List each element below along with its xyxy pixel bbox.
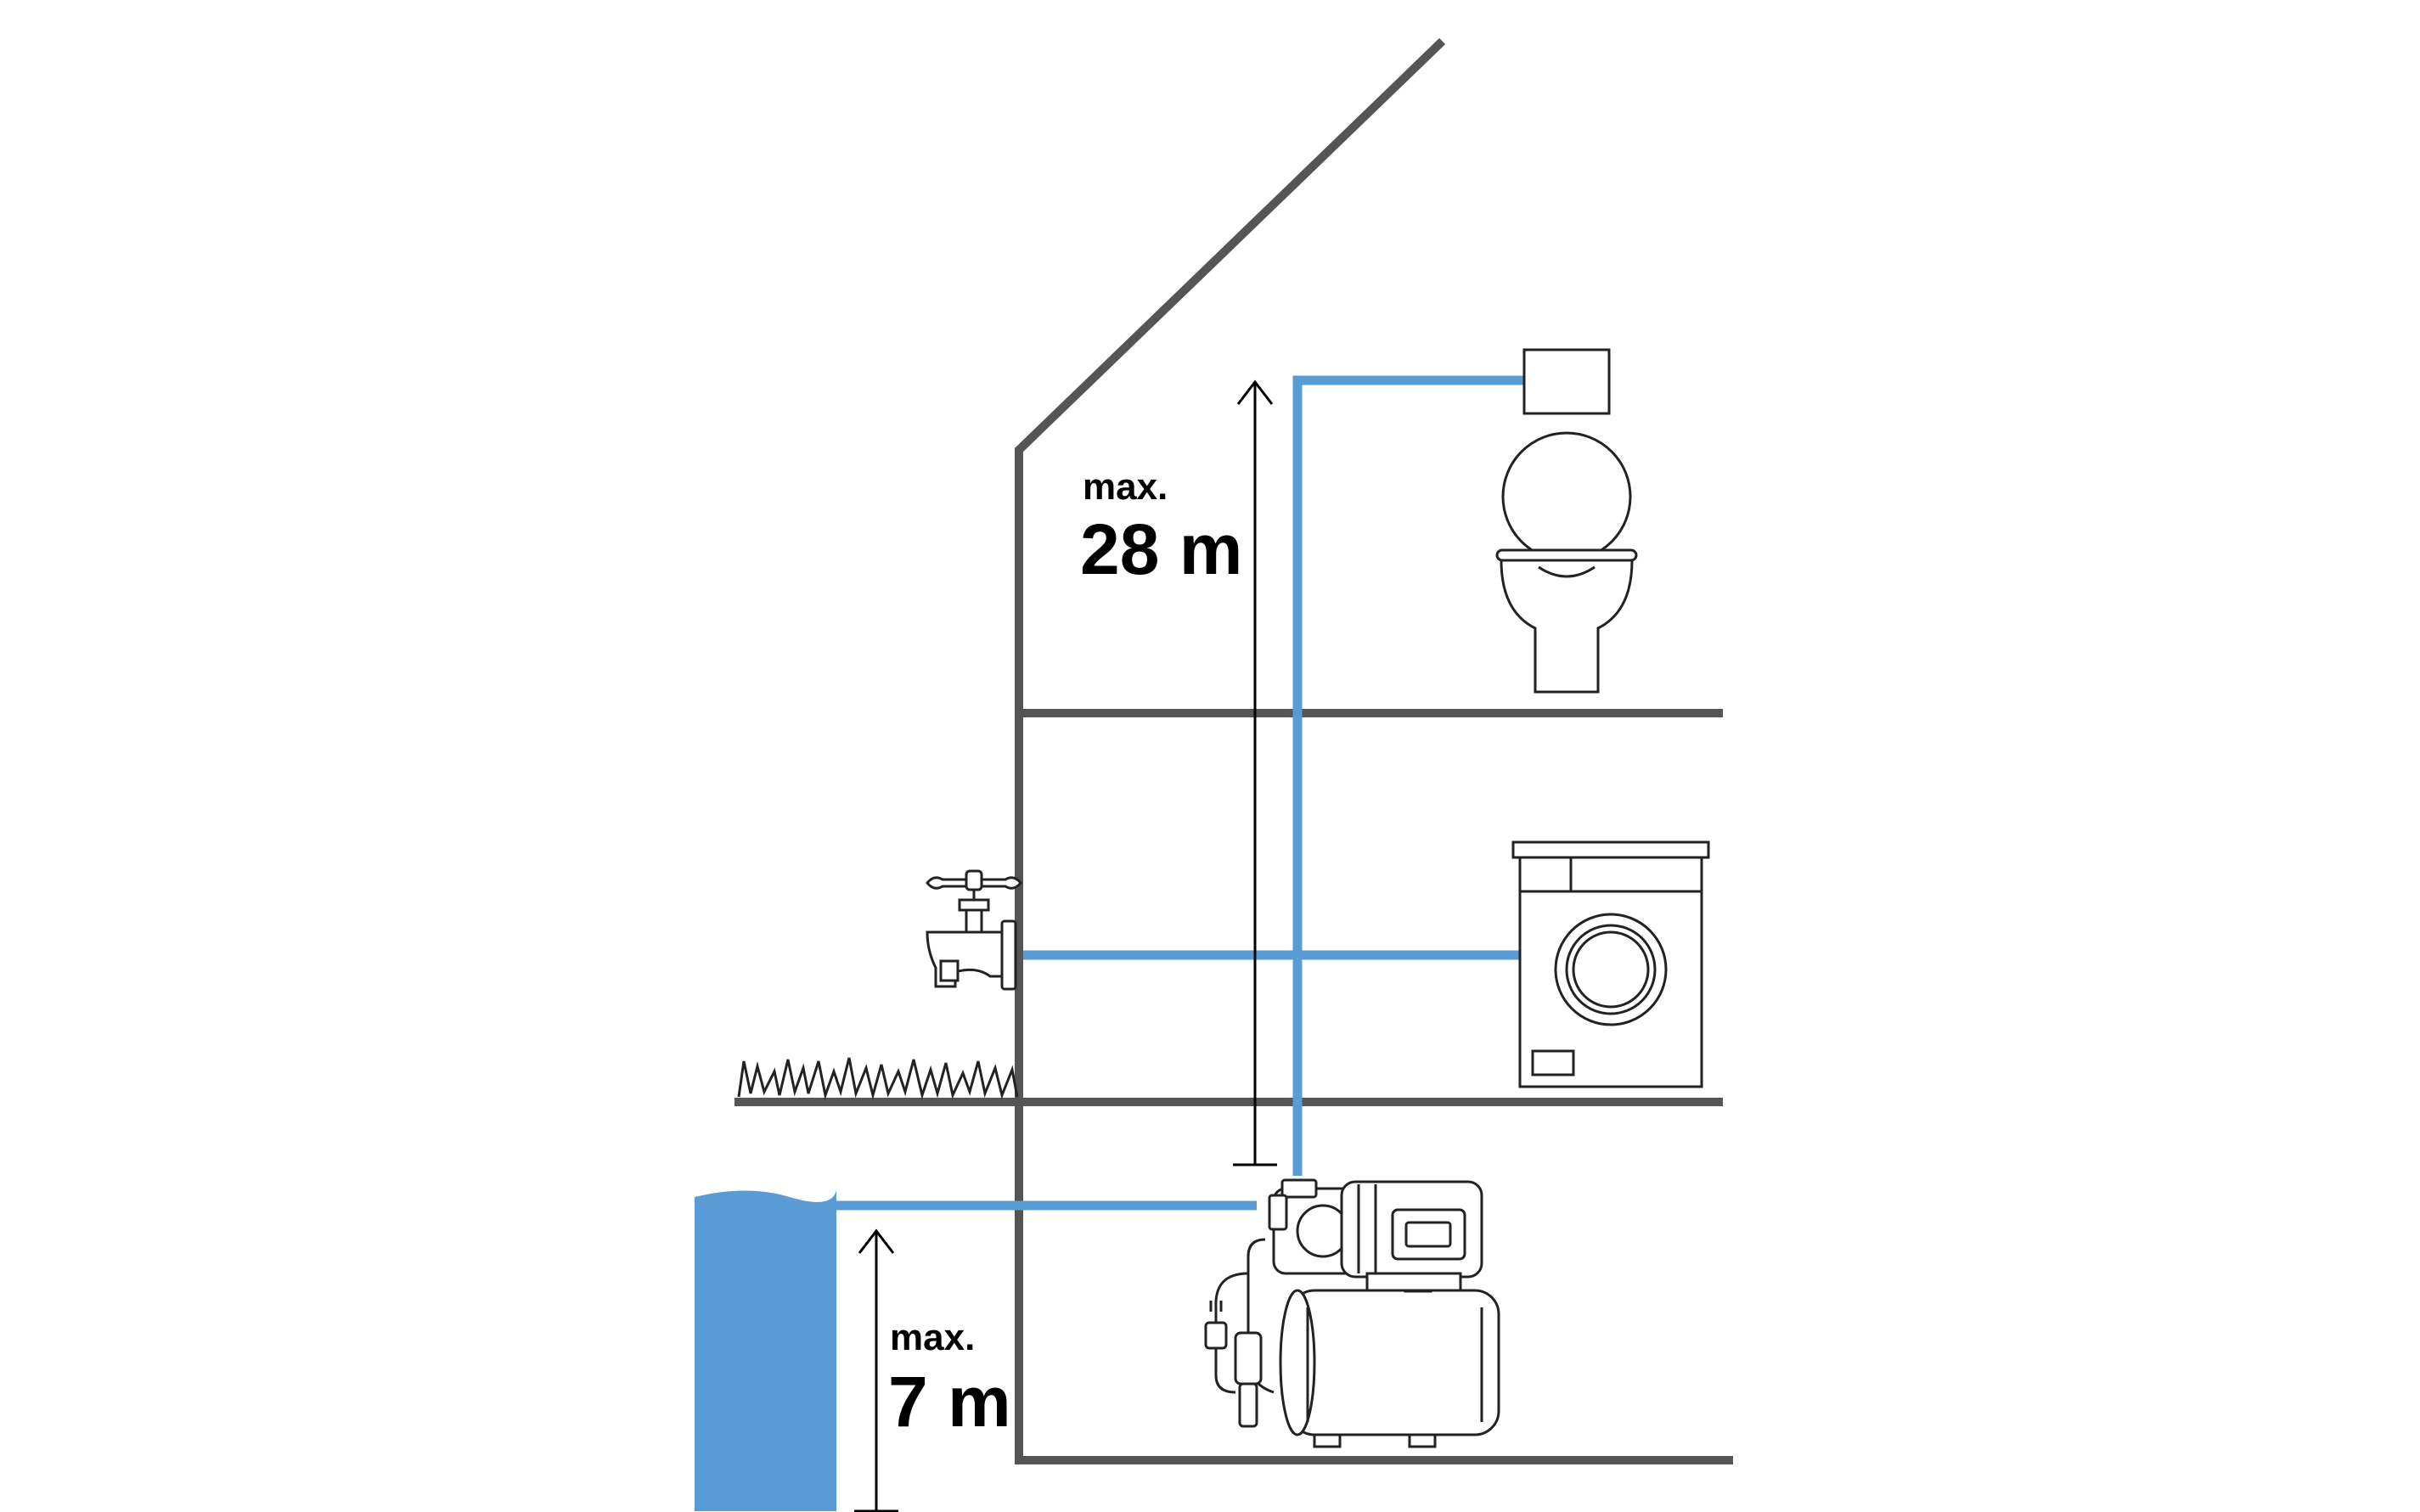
- height-dimension-upper: [1233, 379, 1277, 1166]
- house-outline: [734, 37, 1733, 1464]
- upper-max-label: max.: [1083, 466, 1168, 508]
- riser-pipe: [1292, 375, 1524, 1176]
- lower-max-label: max.: [890, 1317, 975, 1358]
- grass-icon: [737, 1057, 1019, 1100]
- height-dimension-lower: [854, 1228, 898, 1512]
- lower-height-value: 7 m: [888, 1362, 1011, 1442]
- water-pipes: [836, 375, 1524, 1211]
- upper-height-value: 28 m: [1080, 509, 1242, 589]
- toilet-icon: [1495, 348, 1638, 694]
- garden-tap-icon: [926, 869, 1022, 991]
- water-tank-icon: [695, 1190, 836, 1511]
- pump-icon: [1204, 1178, 1500, 1448]
- washing-machine-icon: [1511, 840, 1710, 1088]
